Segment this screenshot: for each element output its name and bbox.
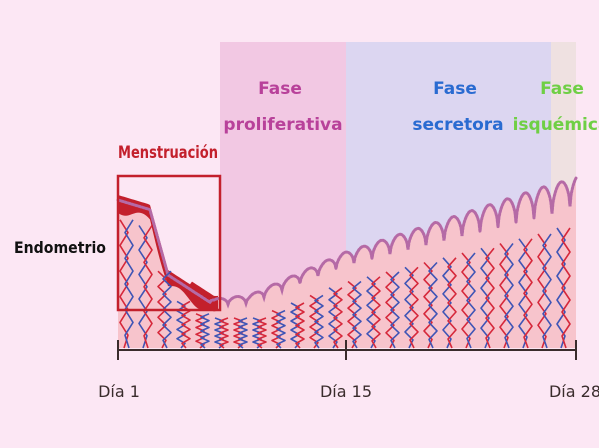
proliferative-phase-label-line1: Fase — [258, 79, 302, 99]
secretory-phase-label-line1: Fase — [433, 79, 477, 99]
menstruation-label: Menstruación — [118, 143, 218, 163]
day28-label: Día 28 — [549, 382, 599, 401]
ischemic-phase-label-line2: isquémica — [513, 115, 599, 135]
day1-label: Día 1 — [98, 382, 140, 401]
day15-label: Día 15 — [320, 382, 372, 401]
endometrium-label: Endometrio — [14, 238, 106, 257]
proliferative-phase-label-line2: proliferativa — [223, 115, 342, 135]
secretory-phase-label-line2: secretora — [412, 115, 503, 135]
ischemic-phase-label-line1: Fase — [540, 79, 584, 99]
